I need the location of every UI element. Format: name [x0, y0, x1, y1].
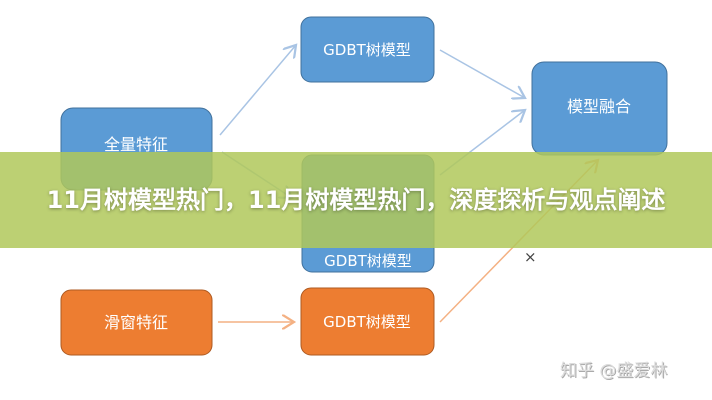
svg-text:滑窗特征: 滑窗特征: [104, 313, 168, 332]
close-icon[interactable]: ×: [524, 248, 537, 266]
banner-title: 11月树模型热门，11月树模型热门，深度探析与观点阐述: [46, 186, 666, 214]
arrow-gdbt-top-to-fusion: [439, 49, 525, 98]
svg-text:模型融合: 模型融合: [567, 97, 631, 116]
watermark: 知乎 @盛爱林: [560, 361, 668, 381]
svg-text:全量特征: 全量特征: [104, 135, 168, 154]
node-gdbt-top: GDBT树模型: [300, 16, 435, 83]
svg-text:GDBT树模型: GDBT树模型: [324, 252, 412, 270]
node-gdbt-bottom: GDBT树模型: [300, 287, 435, 356]
node-model-fusion: 模型融合: [531, 61, 668, 156]
arrow-full-to-gdbt-top: [219, 45, 296, 136]
svg-text:GDBT树模型: GDBT树模型: [323, 313, 411, 331]
svg-text:GDBT树模型: GDBT树模型: [323, 41, 411, 59]
title-banner: 11月树模型热门，11月树模型热门，深度探析与观点阐述: [0, 152, 712, 248]
node-window-features: 滑窗特征: [60, 289, 213, 356]
